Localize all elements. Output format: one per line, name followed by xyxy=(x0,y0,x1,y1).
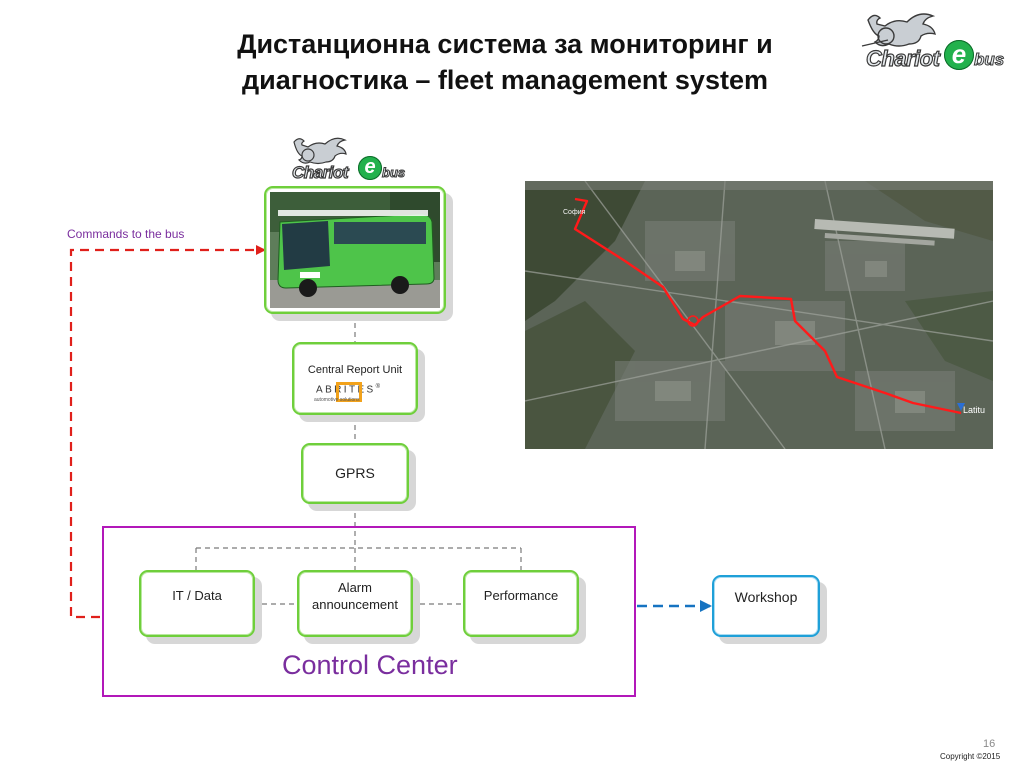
commands-arrow xyxy=(69,245,266,619)
map-label-start: София xyxy=(563,209,586,216)
logo-chariot-text: Chariot xyxy=(291,162,349,182)
chariot-ebus-logo-top: Chariot e bus xyxy=(860,6,1016,76)
abrites-logo-text: ABRITES® xyxy=(316,384,382,395)
logo-bus-text: bus xyxy=(381,165,406,181)
central-report-unit-box[interactable]: Central Report Unit ABRITES® automotive … xyxy=(292,342,418,415)
cru-title: Central Report Unit xyxy=(307,364,403,376)
logo-chariot-text: Chariot xyxy=(865,45,940,71)
alarm-label-line-1: Alarm xyxy=(338,580,372,595)
workshop-label: Workshop xyxy=(734,589,798,605)
control-center-label: Control Center xyxy=(282,650,458,680)
abrites-logo-square-icon xyxy=(336,382,362,402)
logo-e-badge: e xyxy=(358,156,382,180)
it-data-box[interactable]: IT / Data xyxy=(139,570,255,637)
gprs-label: GPRS xyxy=(335,465,375,481)
chariot-horse-icon xyxy=(861,13,936,47)
electric-bus-photo xyxy=(270,192,440,308)
it-data-label: IT / Data xyxy=(172,588,222,603)
aerial-satellite-map xyxy=(525,181,993,449)
logo-e-badge: e xyxy=(944,40,974,70)
abrites-tagline: automotive solutions xyxy=(314,397,360,403)
title-line-1: Дистанционна система за мониторинг и xyxy=(237,29,773,59)
chariot-ebus-logo-center: Chariot e bus xyxy=(288,134,424,184)
performance-box[interactable]: Performance xyxy=(463,570,579,637)
location-pin-icon xyxy=(957,403,965,411)
route-map[interactable]: София Latitu xyxy=(525,181,993,449)
route-line-icon xyxy=(573,197,962,415)
abrites-registered-mark: ® xyxy=(375,384,383,390)
performance-label: Performance xyxy=(483,588,559,603)
abrites-name: ABRITES xyxy=(316,384,376,396)
alarm-label-line-2: announcement xyxy=(311,597,398,612)
commands-label: Commands to the bus xyxy=(67,227,185,241)
alarm-announcement-box[interactable]: Alarm announcement xyxy=(297,570,413,637)
chariot-horse-icon xyxy=(293,137,347,165)
slide-title: Дистанционна система за мониторинг и диа… xyxy=(150,26,860,98)
bus-box[interactable] xyxy=(264,186,446,314)
logo-bus-text: bus xyxy=(973,50,1005,70)
workshop-box[interactable]: Workshop xyxy=(712,575,820,637)
page-number: 16 xyxy=(983,738,996,750)
control-center-frame xyxy=(102,526,636,697)
map-label-end: Latitu xyxy=(963,405,986,415)
title-line-2: диагностика – fleet management system xyxy=(242,65,768,95)
gprs-box[interactable]: GPRS xyxy=(301,443,409,504)
copyright: Copyright ©2015 xyxy=(940,752,1001,761)
